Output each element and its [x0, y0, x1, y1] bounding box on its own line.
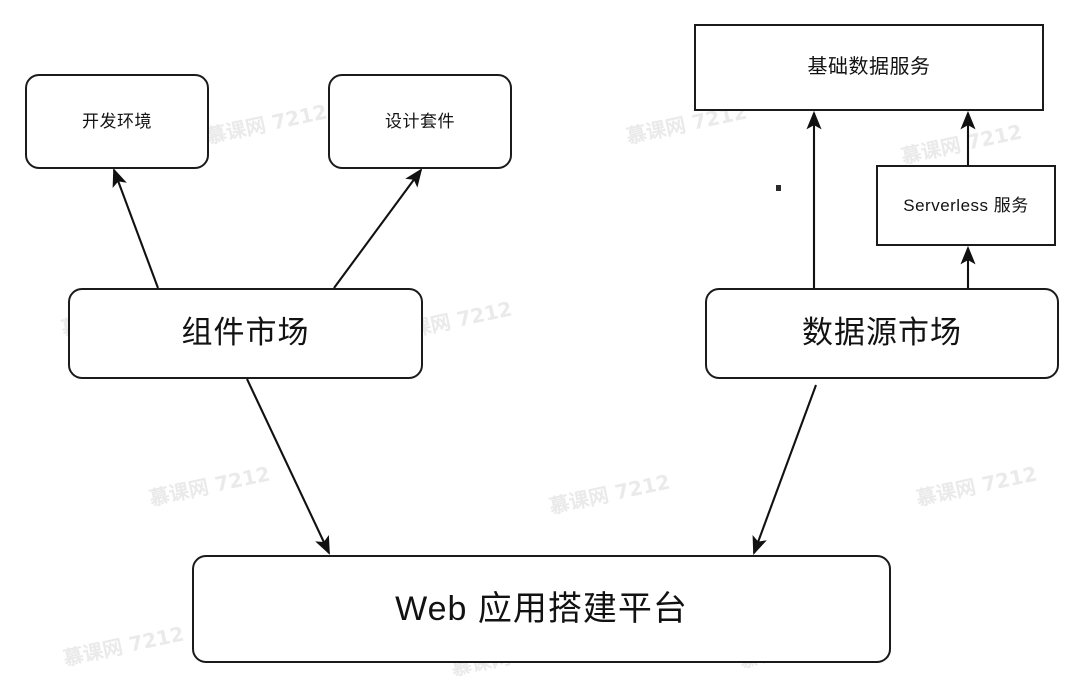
node-design-kit[interactable]: 设计套件 [328, 74, 512, 169]
node-label-web-platform: Web 应用搭建平台 [395, 589, 688, 628]
node-datasource-mkt[interactable]: 数据源市场 [705, 288, 1059, 379]
edge-datasource-to-web-platform [752, 384, 817, 555]
edge-component-to-web-platform [246, 378, 330, 555]
node-label-dev-env: 开发环境 [82, 111, 152, 131]
edge-component-to-design-kit [333, 168, 423, 289]
node-label-datasource-mkt: 数据源市场 [802, 315, 962, 351]
node-component-mkt[interactable]: 组件市场 [68, 288, 423, 379]
node-web-platform[interactable]: Web 应用搭建平台 [192, 555, 891, 663]
node-serverless-svc[interactable]: Serverless 服务 [876, 165, 1056, 246]
node-label-component-mkt: 组件市场 [181, 315, 310, 351]
node-base-data-svc[interactable]: 基础数据服务 [694, 24, 1044, 111]
node-label-base-data-svc: 基础数据服务 [807, 56, 931, 78]
edge-component-to-dev-env [112, 168, 159, 289]
node-label-design-kit: 设计套件 [385, 111, 455, 131]
node-dev-env[interactable]: 开发环境 [25, 74, 209, 169]
stray-speck [776, 185, 781, 191]
node-label-serverless-svc: Serverless 服务 [903, 195, 1029, 215]
